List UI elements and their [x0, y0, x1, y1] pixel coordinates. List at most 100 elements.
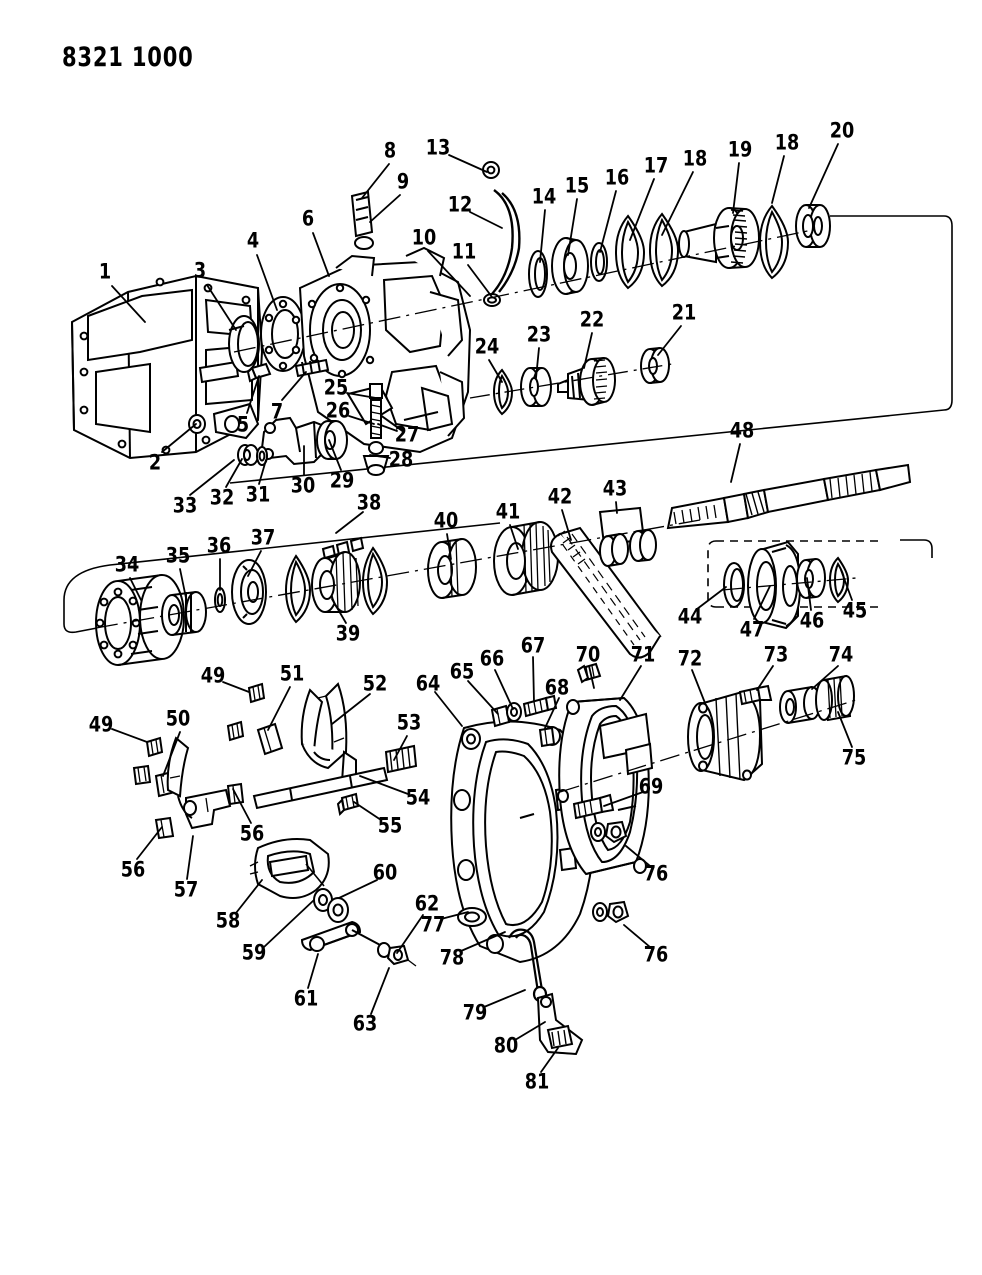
callout-18: 18 [774, 130, 800, 155]
callout-23: 23 [526, 322, 552, 347]
part-80-81-shift-bracket [536, 992, 584, 1056]
callout-43: 43 [602, 476, 628, 501]
leader-line-55 [353, 801, 382, 821]
part-40-clutch-sleeve [427, 538, 477, 599]
part-1-transfer-case-front-half [70, 274, 264, 460]
leader-line-72 [691, 669, 706, 704]
leader-line-67 [532, 656, 535, 703]
leader-line-35 [179, 568, 187, 599]
centerline-row2 [95, 519, 701, 629]
leader-line-20 [808, 143, 839, 209]
part-54-shift-rail [252, 766, 389, 810]
leader-line-1 [111, 285, 146, 323]
leader-line-77 [440, 911, 469, 920]
part-37-clutch-hub [231, 559, 267, 625]
part-36-thrust-washer [214, 587, 226, 613]
leader-line-66 [494, 669, 514, 710]
leader-line-80 [514, 1021, 546, 1041]
leader-line-48 [730, 443, 741, 483]
leader-line-76 [625, 845, 651, 867]
leader-line-22 [583, 332, 593, 369]
callout-39: 39 [335, 621, 361, 646]
callout-36: 36 [206, 533, 232, 558]
callout-15: 15 [564, 173, 590, 198]
leader-line-56 [232, 788, 252, 824]
callout-18: 18 [682, 146, 708, 171]
leader-line-62 [396, 914, 424, 954]
callout-60: 60 [372, 860, 398, 885]
part-12-vent-hose [491, 189, 521, 295]
callout-3: 3 [193, 258, 207, 283]
part-8-vent-plug [350, 190, 374, 238]
leader-line-59 [263, 899, 315, 948]
part-69-bolt [572, 793, 615, 820]
leader-line-27 [377, 423, 398, 432]
callout-42: 42 [547, 484, 573, 509]
diagram-number: 8321 1000 [62, 42, 194, 73]
part-39-snap-ring-a [284, 554, 312, 624]
part-3-oil-seal [228, 315, 260, 373]
callout-14: 14 [531, 184, 557, 209]
part-28-detent-plug [362, 455, 390, 476]
leader-line-11 [467, 264, 493, 298]
leader-line-69 [603, 791, 644, 807]
leader-line-23 [535, 347, 540, 379]
leader-line-49 [222, 681, 250, 693]
part-61-shift-link [300, 920, 383, 952]
leader-line-73 [756, 665, 774, 691]
leader-line-18 [771, 155, 785, 204]
callout-75: 75 [841, 745, 867, 770]
part-46-bearing [796, 558, 826, 599]
centerline-row2b [721, 577, 857, 591]
part-15-input-gear-bearing [551, 237, 589, 295]
leader-line-32 [225, 458, 243, 488]
part-55-setscrew [336, 792, 360, 817]
part-18-thrust-washer-a [648, 212, 680, 288]
callout-45: 45 [842, 598, 868, 623]
callout-1: 1 [98, 259, 112, 284]
callout-69: 69 [638, 774, 664, 799]
callout-71: 71 [630, 642, 656, 667]
callout-26: 26 [325, 398, 351, 423]
callout-41: 41 [495, 499, 521, 524]
part-13-hose-clamp [482, 161, 500, 179]
callout-44: 44 [677, 604, 703, 629]
leader-line-41 [509, 524, 519, 550]
part-20-input-bearing [795, 204, 831, 248]
leader-line-57 [186, 835, 194, 880]
part-75-speedo-gear [815, 674, 855, 722]
leader-line-28 [369, 454, 391, 459]
callout-24: 24 [474, 334, 500, 359]
callout-35: 35 [165, 543, 191, 568]
part-43-sprocket-spacer [598, 506, 657, 567]
part-19-input-gear [678, 207, 760, 269]
part-64-rear-case-half [450, 720, 595, 964]
callout-34: 34 [114, 552, 140, 577]
callout-51: 51 [279, 661, 305, 686]
part-41-drive-sprocket [493, 521, 559, 596]
leader-line-44 [696, 586, 727, 610]
leader-line-40 [446, 533, 452, 560]
part-72-rear-output-housing [687, 690, 764, 782]
callout-27: 27 [394, 422, 420, 447]
leader-line-2 [161, 423, 197, 453]
callout-57: 57 [173, 877, 199, 902]
callout-50: 50 [165, 706, 191, 731]
part-22-oil-pump-gear [557, 357, 616, 406]
part-38-synchronizer-assembly [311, 536, 365, 613]
part-68-bushing [538, 726, 556, 748]
leader-line-9 [369, 194, 401, 223]
leader-line-76 [623, 924, 651, 948]
callout-leader-lines [111, 143, 853, 1073]
leader-line-26 [348, 415, 375, 425]
callout-49: 49 [200, 663, 226, 688]
leader-line-50 [162, 731, 181, 777]
leader-line-14 [539, 209, 546, 263]
part-51-insert [256, 722, 284, 756]
callout-77: 77 [420, 912, 446, 937]
callout-21: 21 [671, 300, 697, 325]
part-44-oil-seal [723, 562, 745, 608]
callout-73: 73 [763, 642, 789, 667]
leader-line-58 [235, 879, 263, 914]
